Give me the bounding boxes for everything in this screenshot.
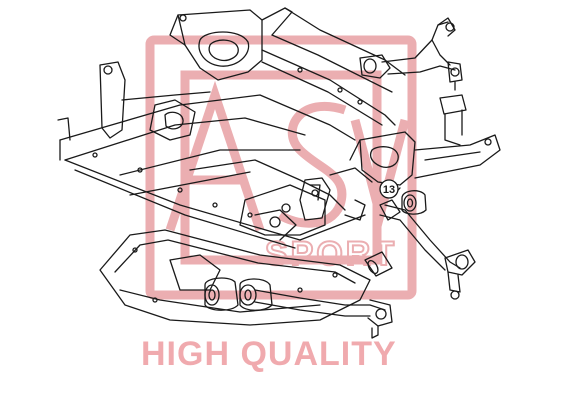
strut-mount-right: [439, 94, 467, 146]
crossmember: [189, 159, 366, 241]
lower-arm-bushing-right: [239, 278, 273, 311]
bushing-13: [401, 190, 427, 215]
callout-13: 13: [379, 179, 399, 199]
strut-tower: [169, 7, 293, 81]
watermark-sub-text: SPORT: [265, 235, 397, 273]
left-front-mount: [57, 61, 211, 141]
lower-control-arm: [254, 289, 393, 339]
lower-arm-bushing-left: [204, 277, 239, 311]
upper-rails: [261, 7, 406, 126]
right-front-bracket: [329, 131, 501, 186]
skid-plate: [99, 229, 371, 326]
upper-control-arm: [359, 17, 463, 91]
right-lower-arm: [379, 199, 476, 300]
sleeve-pin: [364, 251, 393, 277]
watermark-slogan: HIGH QUALITY: [141, 335, 397, 373]
line-art: [57, 7, 501, 339]
callout-13-label: 13: [383, 184, 395, 196]
